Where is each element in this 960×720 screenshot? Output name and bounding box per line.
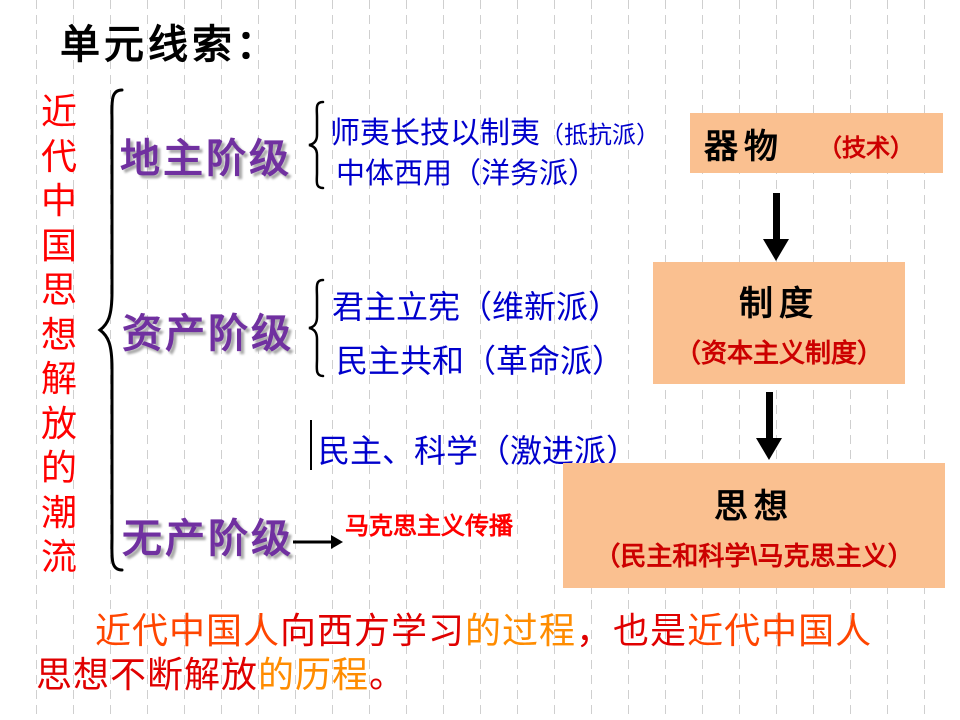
summary-segment: 思想不断解放 bbox=[36, 655, 259, 695]
item-reform-school: 君主立宪（维新派） bbox=[332, 282, 620, 328]
summary-segment: 。 bbox=[369, 655, 407, 695]
down-arrow-glyph bbox=[756, 392, 782, 460]
summary-segment: 近代中国人 bbox=[95, 611, 281, 651]
bourgeoisie-brace bbox=[306, 278, 326, 378]
landlord-brace-glyph bbox=[308, 100, 325, 190]
class-label-bourgeoisie: 资产阶级 bbox=[122, 312, 294, 356]
right-arrow-icon bbox=[293, 534, 343, 550]
page-title: 单元线索： bbox=[60, 22, 280, 67]
summary-line-1: 近代中国人向西方学习的过程，也是近代中国人 bbox=[95, 602, 872, 654]
stage-note: （资本主义制度） bbox=[674, 338, 883, 368]
stage-name: 制度 bbox=[739, 285, 819, 323]
down-arrow-icon bbox=[763, 193, 789, 261]
stage-box-thought: 思想 （民主和科学\马克思主义） bbox=[563, 463, 945, 588]
radical-item-tick bbox=[310, 420, 312, 470]
item-main-text: 中体西用（洋务派） bbox=[336, 158, 598, 190]
stage-name: 器物 bbox=[704, 127, 784, 166]
summary-segment: 近代中国人 bbox=[687, 611, 873, 651]
right-arrow-glyph bbox=[293, 535, 343, 549]
item-marxism-spread: 马克思主义传播 bbox=[345, 513, 513, 540]
bourgeoisie-brace-glyph bbox=[308, 278, 325, 378]
down-arrow-glyph bbox=[763, 193, 789, 261]
left-brace bbox=[96, 86, 126, 574]
summary-line-2: 思想不断解放的历程。 bbox=[36, 646, 406, 698]
vertical-theme-label: 近代中国思想解放的潮流 bbox=[40, 92, 77, 577]
stage-name: 思想 bbox=[714, 487, 794, 526]
class-label-proletariat: 无产阶级 bbox=[122, 517, 294, 561]
stage-note: （民主和科学\马克思主义） bbox=[594, 540, 914, 571]
item-main-text: 君主立宪（维新派） bbox=[332, 289, 621, 325]
item-resistance-school: 师夷长技以制夷（抵抗派） bbox=[330, 108, 660, 152]
down-arrow-icon bbox=[756, 392, 782, 460]
class-label-landlord: 地主阶级 bbox=[120, 137, 292, 181]
item-main-text: 民主共和（革命派） bbox=[336, 343, 625, 379]
stage-box-tools: 器物 （技术） bbox=[690, 113, 943, 173]
item-main-text: 师夷长技以制夷 bbox=[330, 117, 540, 150]
item-note-text: （抵抗派） bbox=[540, 123, 660, 149]
left-brace-glyph bbox=[97, 88, 124, 572]
stage-note: （技术） bbox=[818, 134, 914, 162]
summary-segment: 的历程 bbox=[258, 655, 370, 695]
summary-segment: 的过程 bbox=[465, 611, 577, 651]
summary-segment: ，也是 bbox=[576, 611, 688, 651]
item-westernization-school: 中体西用（洋务派） bbox=[336, 150, 597, 192]
landlord-brace bbox=[306, 100, 326, 190]
summary-segment: 向西方学习 bbox=[280, 611, 466, 651]
item-revolution-school: 民主共和（革命派） bbox=[336, 336, 624, 382]
stage-box-institution: 制度 （资本主义制度） bbox=[653, 262, 905, 384]
